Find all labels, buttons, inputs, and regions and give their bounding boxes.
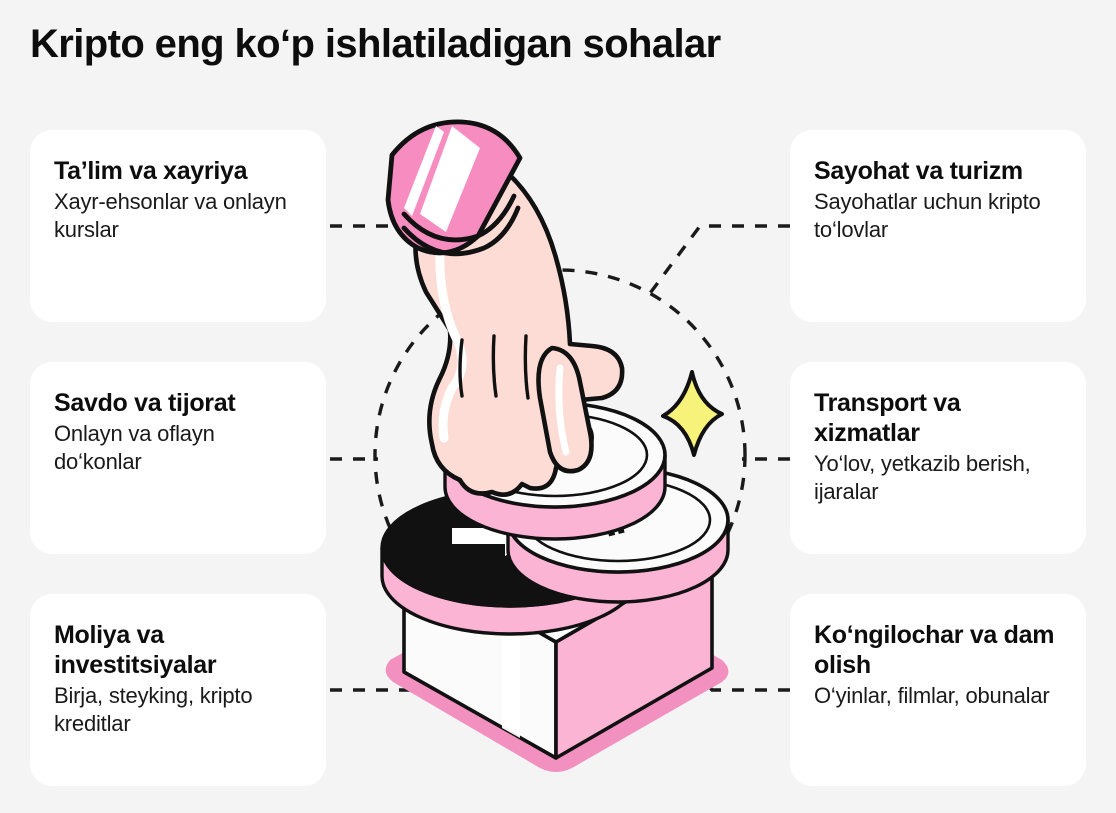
card-transport-va-xizmatlar[interactable]: Transport va xizmatlar Yo‘lov, yetkazib …: [790, 362, 1086, 554]
cuff-stripe-2: [404, 126, 444, 216]
connector-bottom-right: [670, 638, 790, 692]
card-talim-va-xayriya[interactable]: Ta’lim va xayriya Xayr-ehsonlar va onlay…: [30, 130, 326, 322]
connector-bottom-left: [330, 639, 450, 692]
coin-bitcoin-stripe-1: [534, 509, 561, 572]
coin-ethereum-stripe-2: [498, 449, 520, 507]
hand-palm: [413, 165, 625, 497]
card-savdo-va-tijorat[interactable]: Savdo va tijorat Onlayn va oflayn do‘kon…: [30, 362, 326, 554]
page-title: Kripto eng ko‘p ishlatiladigan sohalar: [30, 22, 721, 66]
bitcoin-glyph: ₿: [586, 484, 647, 544]
coin-dark: [380, 488, 640, 636]
card-description: Yo‘lov, yetkazib berish, ijaralar: [814, 451, 1031, 504]
coin-ethereum: [443, 401, 667, 541]
crypto-box: [398, 466, 714, 760]
coin-dark-face: [380, 488, 640, 608]
pointing-hand: [385, 119, 625, 497]
hand-highlight: [435, 241, 467, 443]
card-title: Savdo va tijorat: [54, 389, 236, 417]
card-title: Transport va xizmatlar: [814, 389, 961, 447]
card-description: O‘yinlar, filmlar, obunalar: [814, 683, 1050, 708]
card-description: Birja, steyking, kripto kreditlar: [54, 683, 253, 736]
coin-bitcoin-inner-ring: [524, 477, 712, 563]
coin-bitcoin-face: [506, 466, 730, 574]
coin-ethereum-edge: [443, 454, 667, 541]
card-description: Onlayn va oflayn do‘konlar: [54, 421, 215, 474]
box-shadow: [385, 572, 729, 772]
card-title: Ko‘ngilochar va dam olish: [814, 621, 1055, 679]
coin-dark-edge: [380, 547, 640, 636]
box-right-face: [554, 550, 714, 760]
sparkle-icon: [661, 370, 724, 457]
connector-top-right: [643, 224, 790, 302]
knuckle-crease-2: [491, 334, 498, 398]
coin-ethereum-stripe-1: [472, 444, 500, 507]
coin-bitcoin: ₿: [506, 466, 730, 604]
card-sayohat-va-turizm[interactable]: Sayohat va turizm Sayohatlar uchun kript…: [790, 130, 1086, 322]
coin-ethereum-inner-ring: [461, 412, 649, 498]
dashed-connectors: [330, 224, 790, 692]
dashed-circle: [373, 268, 747, 642]
card-moliya-va-investitsiyalar[interactable]: Moliya va investitsiyalar Birja, steykin…: [30, 594, 326, 786]
index-finger: [536, 345, 594, 474]
cuff-stripe-1: [420, 126, 480, 232]
index-finger-highlight: [555, 364, 570, 456]
cuff-band-inner: [401, 205, 521, 257]
box-slot: [398, 495, 642, 609]
coin-ethereum-face: [443, 401, 667, 509]
ethereum-glyph: [519, 422, 591, 470]
cuff-body: [385, 119, 523, 256]
knuckle-crease-3: [523, 334, 530, 400]
card-title: Sayohat va turizm: [814, 157, 1023, 185]
card-description: Xayr-ehsonlar va onlayn kurslar: [54, 189, 287, 242]
box-left-face: [402, 554, 558, 760]
connector-top-left: [330, 224, 472, 302]
card-title: Moliya va investitsiyalar: [54, 621, 217, 679]
sleeve-cuff: [385, 119, 523, 257]
box-highlight-stripe: [502, 612, 520, 738]
coin-bitcoin-edge: [506, 519, 730, 604]
card-description: Sayohatlar uchun kripto to‘lovlar: [814, 189, 1041, 242]
coin-dark-stripe-2: [438, 544, 460, 606]
box-top-face: [402, 466, 714, 644]
card-kongilochar-va-dam-olish[interactable]: Ko‘ngilochar va dam olish O‘yinlar, film…: [790, 594, 1086, 786]
coin-bitcoin-stripe-2: [560, 515, 581, 572]
coin-dark-stripe-1: [412, 539, 440, 606]
knuckle-crease-1: [458, 338, 464, 398]
coin-dark-arrow: [452, 518, 540, 556]
card-title: Ta’lim va xayriya: [54, 157, 248, 185]
cuff-band: [401, 193, 517, 243]
